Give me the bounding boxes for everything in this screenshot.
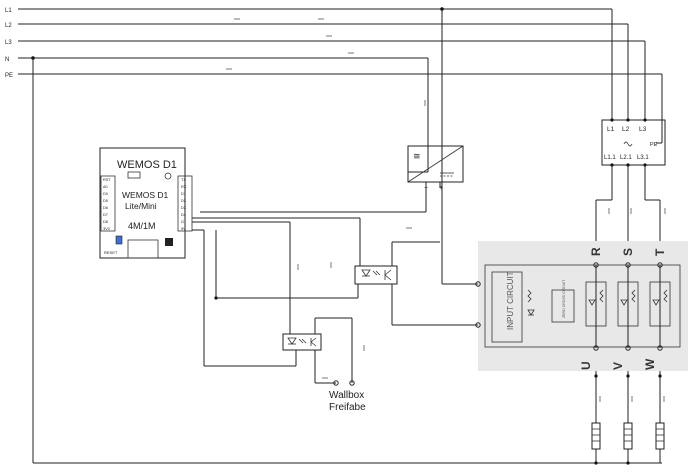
ssr-phase-v: V bbox=[611, 362, 625, 370]
wemos-model-line1: WEMOS D1 bbox=[122, 190, 169, 200]
wemos-d1-board: WEMOS D1 WEMOS D1 Lite/Mini 4M/1M RESET … bbox=[99, 147, 193, 259]
heater-element-w bbox=[655, 422, 665, 450]
pin-label: D4 bbox=[181, 213, 186, 217]
psu-plus: + bbox=[439, 185, 443, 192]
pin-label: D1 bbox=[181, 192, 186, 196]
bus-drops bbox=[32, 9, 663, 464]
wemos-header: WEMOS D1 bbox=[117, 159, 177, 171]
ssr-phase-w: W bbox=[643, 358, 657, 370]
pin-label: D7 bbox=[103, 213, 108, 217]
ssr-background bbox=[478, 241, 688, 371]
pin-label: TX bbox=[181, 178, 186, 182]
ssr-module: R S T INPUT CIRCUIT ZERO CROSS CIRCUIT bbox=[475, 241, 688, 371]
pin-label: D3 bbox=[181, 206, 186, 210]
power-bus: L1 L2 L3 N PE bbox=[5, 7, 662, 79]
wemos-reset-button[interactable] bbox=[115, 235, 123, 245]
pin-label: G bbox=[181, 220, 184, 224]
pin-label: D2 bbox=[181, 199, 186, 203]
optocoupler-wallbox bbox=[282, 317, 355, 386]
bus-label-pe: PE bbox=[5, 73, 13, 79]
wemos-left-pins: RST A0 D0 D5 D6 D7 D8 3V3 bbox=[100, 175, 116, 232]
ssr-zero-cross: ZERO CROSS CIRCUIT bbox=[562, 279, 566, 318]
terminal-l3: L3 bbox=[639, 126, 647, 133]
bus-label-n: N bbox=[5, 57, 9, 63]
wemos-chip-icon bbox=[165, 238, 173, 246]
power-supply: ≅ − + bbox=[200, 145, 464, 229]
wemos-flash: 4M/1M bbox=[128, 221, 156, 231]
pin-label: D6 bbox=[103, 206, 108, 210]
ssr-phase-t: T bbox=[653, 248, 667, 256]
bus-label-l2: L2 bbox=[5, 23, 12, 29]
psu-ac-symbol: ≅ bbox=[413, 151, 421, 161]
wemos-right-pins: TX RX D1 D2 D3 D4 G 5V bbox=[177, 175, 193, 232]
terminal-l1: L1 bbox=[607, 126, 615, 133]
pin-label: RX bbox=[181, 185, 187, 189]
terminal-pe: PE bbox=[650, 142, 658, 148]
ac-symbol bbox=[623, 141, 633, 147]
wemos-signal-wires bbox=[192, 217, 365, 367]
terminal-l3-1: L3.1 bbox=[637, 155, 649, 161]
load-elements bbox=[591, 371, 665, 465]
terminal-l2: L2 bbox=[622, 126, 630, 133]
phase-wires-in bbox=[595, 165, 666, 265]
pin-label: D5 bbox=[103, 199, 108, 203]
bus-label-l1: L1 bbox=[5, 8, 12, 14]
pin-label: 3V3 bbox=[103, 227, 110, 231]
ssr-phase-u: U bbox=[579, 361, 593, 370]
terminal-l2-1: L2.1 bbox=[620, 155, 632, 161]
ssr-phase-s: S bbox=[621, 248, 635, 256]
optocoupler-ssr bbox=[354, 241, 478, 326]
pin-label: D0 bbox=[103, 192, 108, 196]
pin-label: A0 bbox=[103, 185, 108, 189]
heater-element-v bbox=[623, 422, 633, 450]
terminal-l1-1: L1.1 bbox=[604, 155, 616, 161]
heater-element-u bbox=[591, 422, 601, 450]
ssr-phase-r: R bbox=[589, 247, 603, 256]
bus-label-l3: L3 bbox=[5, 40, 12, 46]
wallbox-label-line1: Wallbox bbox=[329, 390, 364, 401]
main-terminal-box: L1 L2 L3 PE L1.1 L2.1 L3.1 bbox=[601, 118, 666, 167]
wemos-usb-port bbox=[127, 239, 159, 259]
pin-label: 5V bbox=[181, 227, 186, 231]
pin-label: D8 bbox=[103, 220, 108, 224]
wemos-reset-label: RESET bbox=[104, 250, 118, 255]
pin-label: RST bbox=[103, 178, 111, 182]
wallbox-label-line2: Freifabe bbox=[329, 402, 366, 413]
wemos-model-line2: Lite/Mini bbox=[125, 201, 157, 211]
ssr-input-circuit: INPUT CIRCUIT bbox=[506, 271, 515, 330]
